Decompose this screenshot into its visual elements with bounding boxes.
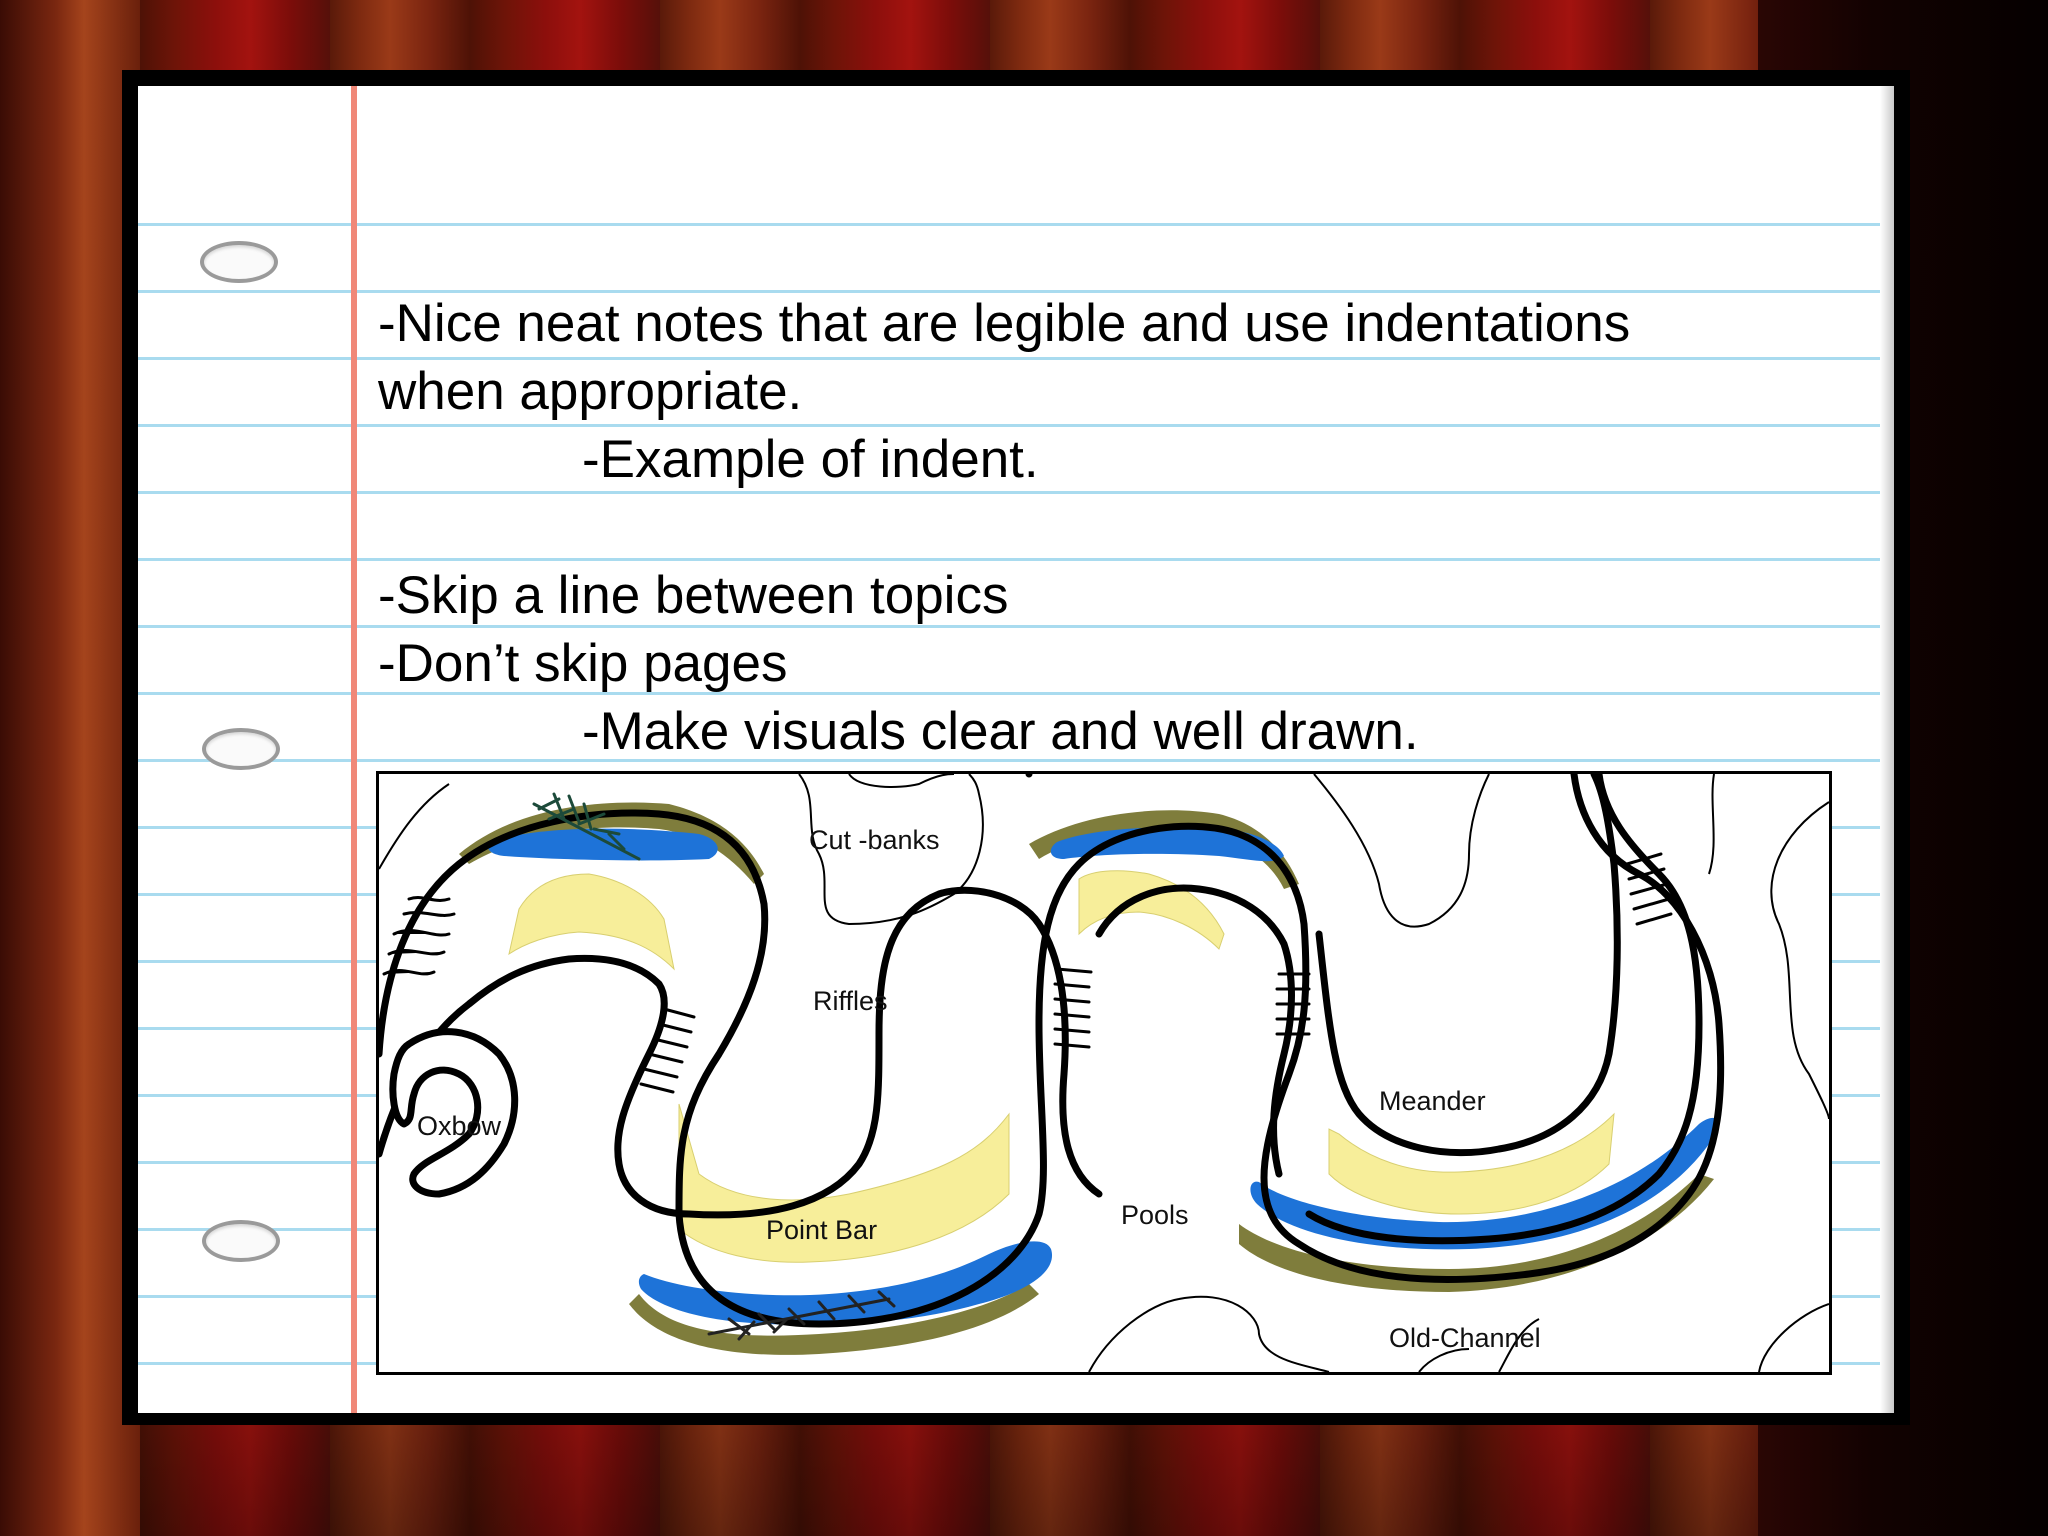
- tree-branches: [727, 1290, 896, 1341]
- label-riffles: Riffles: [813, 986, 888, 1016]
- binder-hole: [202, 1220, 280, 1262]
- margin-line: [351, 86, 357, 1413]
- point-bar-top-left: [508, 873, 675, 971]
- river-outer-bank: [379, 774, 1725, 1328]
- contour-line: [1313, 774, 1490, 928]
- riffle-mark: [1053, 997, 1091, 1004]
- contour-line: [1770, 801, 1829, 1120]
- contour-line: [848, 774, 955, 788]
- contour-line: [1708, 774, 1715, 875]
- ruled-line: [138, 625, 1894, 628]
- riffle-mark: [1627, 867, 1666, 881]
- pool-bottom-left: [638, 1241, 1053, 1325]
- label-point-bar: Point Bar: [766, 1215, 877, 1245]
- bank-shading-bottom-left: [629, 1284, 1039, 1355]
- contour-line: [798, 774, 984, 926]
- riffle-mark: [1053, 1042, 1091, 1049]
- pool-top-middle: [1050, 827, 1284, 862]
- riffle-mark: [1635, 912, 1673, 926]
- riffle-mark: [1053, 1027, 1091, 1034]
- label-meander: Meander: [1379, 1086, 1486, 1116]
- contour-lines: [379, 774, 1829, 1372]
- riffle-mark: [392, 928, 451, 937]
- ruled-line: [138, 491, 1894, 494]
- riffle-mark: [657, 1022, 693, 1034]
- riffle-mark: [1055, 967, 1093, 974]
- ruled-line: [138, 692, 1894, 695]
- fallen-tree-bottom: [707, 1290, 896, 1341]
- river-inner-bank-middle: [1095, 884, 1295, 1178]
- blank-line: [378, 494, 1828, 562]
- note-line: -Nice neat notes that are legible and us…: [378, 294, 1631, 353]
- ruled-line: [138, 759, 1894, 762]
- riffle-mark: [1632, 897, 1671, 911]
- point-bar-top-middle: [1078, 870, 1225, 950]
- ruled-line: [138, 223, 1894, 226]
- binder-hole: [202, 728, 280, 770]
- label-cut-banks: Cut -banks: [809, 825, 940, 855]
- riffle-mark: [1625, 852, 1663, 866]
- riffle-mark: [647, 1052, 684, 1064]
- page-edge: [1880, 86, 1894, 1413]
- ruled-line: [138, 290, 1894, 293]
- river-meander-diagram: Cut -banks Riffles Meander Oxbow Point B…: [376, 771, 1832, 1375]
- riffle-mark: [402, 911, 456, 917]
- river-diagram-svg: Cut -banks Riffles Meander Oxbow Point B…: [379, 774, 1829, 1372]
- note-indent-line: -Example of indent.: [582, 430, 1039, 489]
- contour-line: [1088, 1295, 1330, 1372]
- riffle-mark: [652, 1037, 689, 1049]
- label-old-channel: Old-Channel: [1389, 1323, 1541, 1353]
- tree-branches: [537, 792, 626, 851]
- river-inner-bank-left: [379, 886, 1103, 1219]
- riffle-marks: [382, 852, 1673, 1094]
- contour-line: [1418, 1348, 1470, 1372]
- riffle-mark: [1629, 882, 1669, 896]
- riffle-mark: [387, 948, 446, 956]
- riffle-mark: [1053, 982, 1091, 989]
- point-bar-bottom-right: [1328, 1112, 1615, 1215]
- river-inner-bank-right: [1315, 774, 1621, 1157]
- riffle-mark: [382, 968, 436, 976]
- riffle-mark: [662, 1007, 696, 1019]
- tree-trunk: [532, 802, 641, 861]
- riffle-mark: [1053, 1012, 1091, 1019]
- pool-top-left: [488, 828, 718, 861]
- riffle-mark: [642, 1067, 679, 1079]
- point-bars: [508, 870, 1615, 1263]
- note-line: -Skip a line between topics: [378, 566, 1009, 625]
- riffle-mark: [639, 1082, 675, 1094]
- notes-text: -Nice neat notes that are legible and us…: [378, 290, 1828, 766]
- riffle-mark: [407, 896, 451, 902]
- curtain-left-fold: [0, 0, 140, 1536]
- contour-line: [1498, 1318, 1540, 1372]
- contour-line: [1758, 1303, 1829, 1372]
- point-bar-bottom-left: [678, 1103, 1010, 1263]
- label-pools: Pools: [1121, 1200, 1189, 1230]
- contour-line: [379, 783, 450, 870]
- fallen-tree-top: [532, 792, 641, 861]
- label-oxbow: Oxbow: [417, 1111, 502, 1141]
- binder-hole: [200, 241, 278, 283]
- note-indent-line: -Make visuals clear and well drawn.: [582, 702, 1419, 761]
- ruled-line: [138, 357, 1894, 360]
- note-line: -Don’t skip pages: [378, 634, 788, 693]
- note-line: when appropriate.: [378, 362, 803, 421]
- ruled-line: [138, 424, 1894, 427]
- oxbow-lake: [389, 1028, 519, 1198]
- ruled-line: [138, 558, 1894, 561]
